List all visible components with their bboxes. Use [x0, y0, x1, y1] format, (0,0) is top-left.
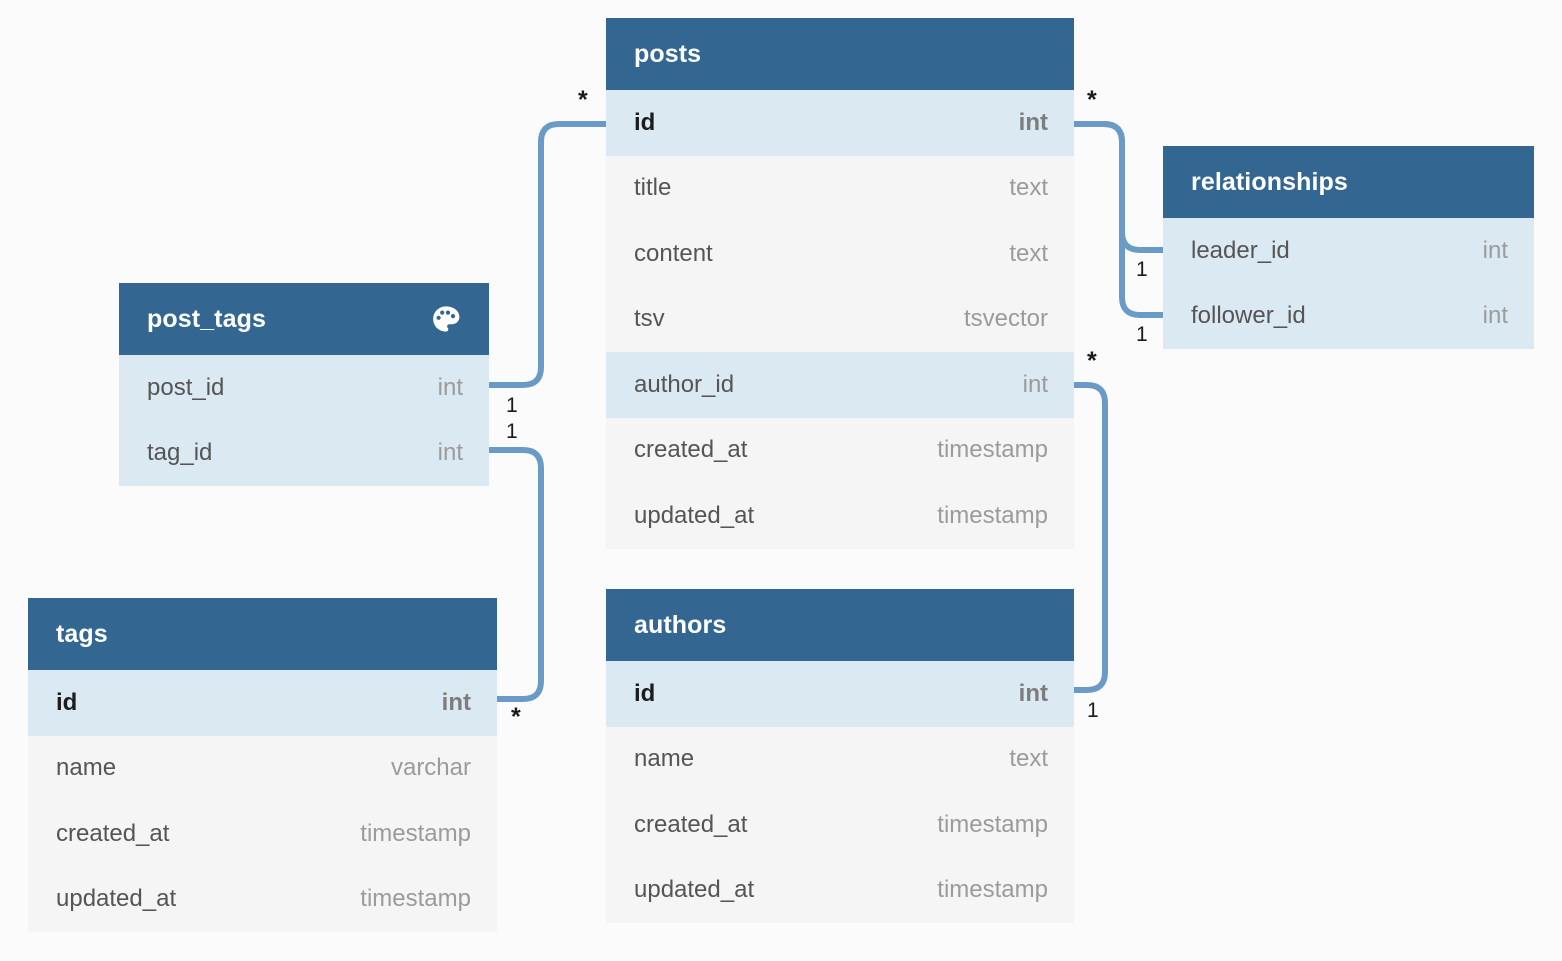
table-header-relationships: relationships — [1163, 146, 1534, 218]
column-name: updated_at — [56, 885, 177, 913]
column-name: created_at — [634, 810, 748, 838]
entity-table-relationships[interactable]: relationships leader_id int follower_id … — [1163, 146, 1534, 349]
table-header-post-tags: post_tags — [119, 283, 489, 355]
table-row[interactable]: tag_id int — [119, 420, 489, 486]
cardinality-relationships-follower-id: 1 — [1136, 323, 1148, 346]
table-row[interactable]: created_at timestamp — [28, 801, 497, 867]
table-row[interactable]: post_id int — [119, 355, 489, 421]
table-header-tags: tags — [28, 598, 497, 670]
column-type: int — [1482, 302, 1508, 330]
column-type: timestamp — [360, 885, 471, 913]
column-name: follower_id — [1191, 302, 1306, 330]
table-title-tags: tags — [56, 619, 108, 648]
column-name: updated_at — [634, 501, 755, 529]
column-name: id — [634, 108, 656, 136]
entity-table-authors[interactable]: authors id int name text created_at time… — [606, 589, 1074, 923]
table-row[interactable]: updated_at timestamp — [606, 857, 1074, 923]
column-name: id — [56, 688, 78, 716]
palette-icon — [429, 302, 463, 336]
column-type: timestamp — [937, 436, 1048, 464]
column-name: name — [56, 754, 117, 782]
table-row[interactable]: name text — [606, 726, 1074, 792]
column-name: id — [634, 679, 656, 707]
table-title-relationships: relationships — [1191, 167, 1348, 196]
column-name: title — [634, 174, 672, 202]
column-name: name — [634, 745, 695, 773]
cardinality-post-tags-tag-id: 1 — [506, 420, 518, 443]
column-type: varchar — [390, 754, 471, 782]
table-header-posts: posts — [606, 18, 1074, 90]
column-type: text — [1009, 239, 1048, 267]
column-name: created_at — [634, 436, 748, 464]
cardinality-posts-author-id: * — [1087, 347, 1097, 375]
column-type: int — [1482, 236, 1508, 264]
table-row[interactable]: content text — [606, 221, 1074, 287]
table-title-authors: authors — [634, 610, 727, 639]
table-row[interactable]: id int — [606, 90, 1074, 156]
column-type: int — [437, 439, 463, 467]
column-type: timestamp — [937, 876, 1048, 904]
table-title-posts: posts — [634, 39, 702, 68]
edge-posts-author-id-to-authors-id — [1071, 382, 1108, 693]
table-row[interactable]: updated_at timestamp — [28, 866, 497, 932]
table-row[interactable]: id int — [606, 661, 1074, 727]
column-name: post_id — [147, 373, 225, 401]
column-name: tsv — [634, 305, 665, 333]
edge-posts-id-to-relationships-leader-id — [1071, 121, 1166, 253]
table-row[interactable]: tsv tsvector — [606, 286, 1074, 352]
cardinality-posts-id-left: * — [578, 86, 588, 114]
column-name: leader_id — [1191, 236, 1290, 264]
column-name: tag_id — [147, 439, 213, 467]
cardinality-authors-id: 1 — [1087, 699, 1099, 722]
table-row[interactable]: id int — [28, 670, 497, 736]
table-row[interactable]: updated_at timestamp — [606, 483, 1074, 549]
column-type: int — [1018, 679, 1048, 707]
table-row[interactable]: author_id int — [606, 352, 1074, 418]
column-name: created_at — [56, 819, 170, 847]
table-header-authors: authors — [606, 589, 1074, 661]
entity-table-post-tags[interactable]: post_tags post_id int tag_id int — [119, 283, 489, 486]
table-row[interactable]: created_at timestamp — [606, 792, 1074, 858]
table-title-post-tags: post_tags — [147, 304, 266, 333]
column-type: int — [441, 688, 471, 716]
column-type: timestamp — [937, 810, 1048, 838]
entity-table-tags[interactable]: tags id int name varchar created_at time… — [28, 598, 497, 932]
table-row[interactable]: leader_id int — [1163, 218, 1534, 284]
table-row[interactable]: created_at timestamp — [606, 417, 1074, 483]
column-name: content — [634, 239, 713, 267]
column-type: timestamp — [360, 819, 471, 847]
table-row[interactable]: name varchar — [28, 735, 497, 801]
cardinality-relationships-leader-id: 1 — [1136, 258, 1148, 281]
column-name: updated_at — [634, 876, 755, 904]
cardinality-post-tags-post-id: 1 — [506, 394, 518, 417]
cardinality-tags-id: * — [511, 703, 521, 731]
cardinality-posts-id-right: * — [1087, 86, 1097, 114]
column-type: timestamp — [937, 501, 1048, 529]
table-row[interactable]: title text — [606, 155, 1074, 221]
edge-posts-id-to-relationships-follower-id — [1071, 121, 1166, 318]
column-type: text — [1009, 174, 1048, 202]
column-type: int — [1018, 108, 1048, 136]
column-type: int — [437, 373, 463, 401]
column-type: text — [1009, 745, 1048, 773]
entity-table-posts[interactable]: posts id int title text content text tsv… — [606, 18, 1074, 549]
edge-post-tags-post-id-to-posts-id — [486, 121, 609, 388]
column-type: tsvector — [963, 305, 1048, 333]
column-name: author_id — [634, 370, 735, 398]
table-row[interactable]: follower_id int — [1163, 283, 1534, 349]
column-type: int — [1022, 370, 1048, 398]
